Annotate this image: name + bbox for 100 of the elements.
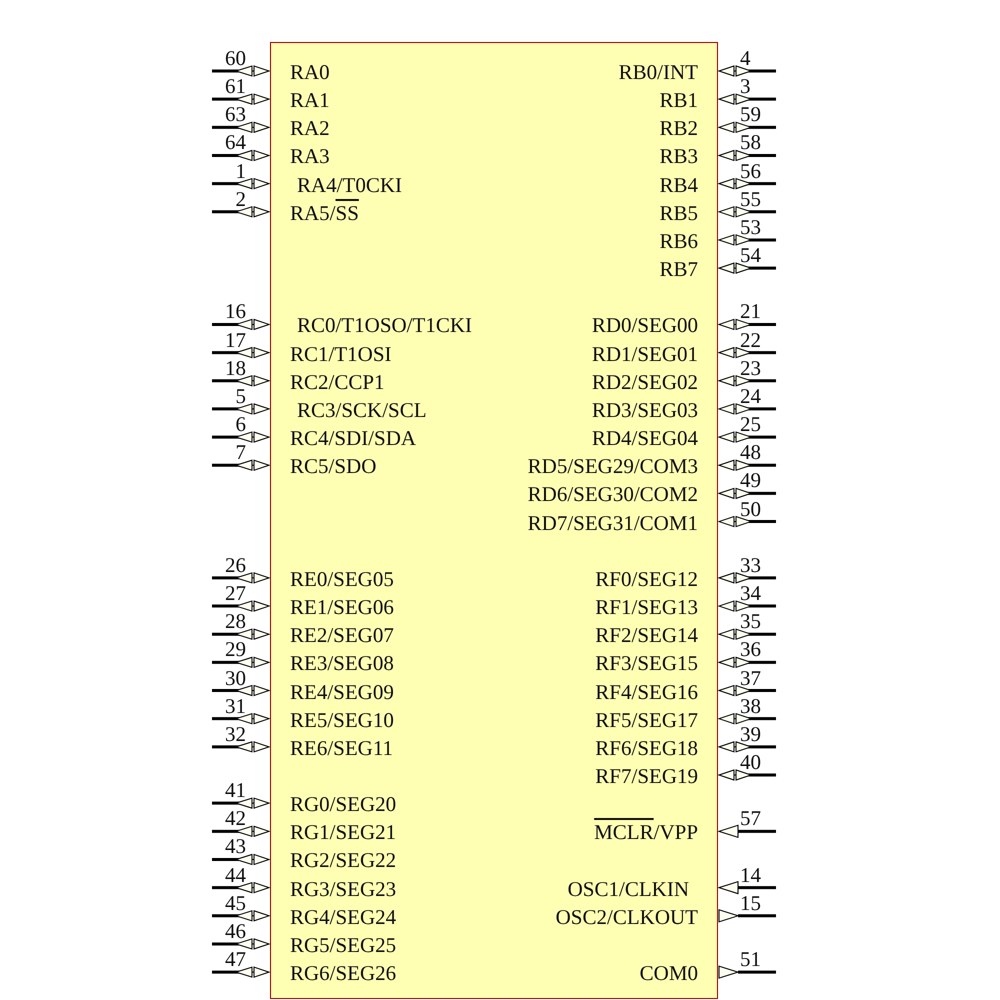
pin-number: 39 [740, 722, 761, 746]
pin-number: 45 [225, 890, 246, 915]
pin-number: 3 [740, 74, 750, 98]
pin-name: RC1/T1OSI [290, 342, 392, 366]
pin-name: RA2 [290, 116, 330, 140]
pin-number: 18 [225, 356, 246, 380]
pin-name: RB0/INT [618, 60, 698, 84]
pin-number: 47 [225, 947, 246, 972]
pin-name: RF5/SEG17 [595, 708, 698, 732]
pin-name: RA0 [290, 60, 330, 84]
pin-number: 33 [740, 552, 761, 577]
pin-number: 21 [740, 299, 761, 324]
pin-name: RF3/SEG15 [595, 651, 698, 676]
pin-name: RC0/T1OSO/T1CKI [297, 313, 472, 338]
pin-number: 25 [740, 412, 761, 436]
pin-name: RE1/SEG06 [290, 595, 394, 620]
chip-body [270, 42, 718, 999]
pin-name: RG0/SEG20 [290, 792, 396, 816]
pin-name: RD1/SEG01 [592, 342, 698, 366]
pin-name: RD6/SEG30/COM2 [528, 482, 698, 506]
pin-name: OSC2/CLKOUT [556, 904, 698, 929]
pin-number: 57 [740, 806, 761, 830]
pin-number: 28 [225, 609, 246, 634]
pin-name: RF7/SEG19 [595, 764, 698, 788]
pin-name: MCLR/VPP [594, 820, 698, 844]
pin-number: 27 [225, 581, 246, 606]
pin-number: 55 [740, 186, 761, 211]
pin-name: RD7/SEG31/COM1 [528, 510, 698, 535]
pin-name: RE5/SEG10 [290, 708, 394, 732]
pin-number: 41 [225, 778, 246, 802]
pin-name: RE3/SEG08 [290, 651, 394, 676]
pin-number: 60 [225, 46, 246, 70]
pin-name: RE4/SEG09 [290, 680, 394, 704]
pin-number: 17 [225, 328, 246, 352]
pin-name: RB5 [659, 200, 698, 225]
pin-number: 7 [236, 440, 246, 464]
pin-number: 53 [740, 214, 761, 239]
pin-number: 16 [225, 299, 246, 324]
pin-name: RB2 [659, 116, 698, 140]
pin-name: RC4/SDI/SDA [290, 426, 416, 450]
pin-number: 56 [740, 158, 761, 183]
pin-number: 46 [225, 918, 246, 943]
pin-number: 51 [740, 947, 761, 972]
pin-number: 6 [236, 412, 246, 436]
pin-name: RE2/SEG07 [290, 623, 394, 648]
pin-name: RF2/SEG14 [595, 623, 698, 648]
pin-name: RB6 [659, 228, 698, 253]
pin-number: 58 [740, 130, 761, 154]
pin-number: 14 [740, 862, 761, 887]
pin-name: RG5/SEG25 [290, 932, 396, 957]
pin-number: 44 [225, 862, 246, 887]
pin-number: 30 [225, 666, 246, 690]
pin-name: RD3/SEG03 [592, 398, 698, 422]
pin-name: COM0 [640, 961, 698, 986]
pin-name: RG4/SEG24 [290, 904, 396, 929]
pin-number: 22 [740, 328, 761, 352]
pin-number: 15 [740, 890, 761, 915]
pin-name: RG2/SEG22 [290, 848, 396, 872]
pin-number: 24 [740, 384, 761, 408]
pin-number: 29 [225, 637, 246, 662]
pin-number: 5 [236, 384, 246, 408]
pin-number: 31 [225, 694, 246, 718]
pin-number: 4 [740, 46, 750, 70]
pin-number: 61 [225, 74, 246, 98]
pin-name: RD0/SEG00 [592, 313, 698, 338]
pin-number: 2 [236, 186, 246, 211]
pin-name: RE6/SEG11 [290, 736, 394, 760]
pin-number: 32 [225, 722, 246, 746]
pin-number: 34 [740, 581, 761, 606]
pin-number: 64 [225, 130, 246, 154]
pin-name: RB7 [659, 257, 698, 282]
pin-name: RD2/SEG02 [592, 370, 698, 394]
pin-number: 48 [740, 440, 761, 464]
pin-number: 59 [740, 102, 761, 126]
pin-number: 37 [740, 666, 761, 690]
pin-number: 1 [236, 158, 246, 183]
pin-number: 43 [225, 834, 246, 858]
pin-name: RC2/CCP1 [290, 370, 385, 394]
pin-name: RC5/SDO [290, 454, 376, 478]
pin-number: 42 [225, 806, 246, 830]
pin-number: 49 [740, 468, 761, 492]
pin-name: RB3 [659, 144, 698, 168]
pin-name: RA5/SS [290, 200, 359, 225]
pin-name: RG6/SEG26 [290, 961, 396, 986]
pin-name: RB1 [659, 88, 698, 112]
pin-number: 36 [740, 637, 761, 662]
pin-name: RF0/SEG12 [595, 566, 698, 591]
pin-name: RA3 [290, 144, 330, 168]
pin-name: RF1/SEG13 [595, 595, 698, 620]
pin-number: 26 [225, 552, 246, 577]
pin-number: 50 [740, 496, 761, 521]
pin-name: RD4/SEG04 [592, 426, 698, 450]
pin-number: 54 [740, 243, 761, 268]
pin-number: 35 [740, 609, 761, 634]
pin-number: 23 [740, 356, 761, 380]
pin-name: RA4/T0CKI [297, 172, 402, 197]
pin-number: 38 [740, 694, 761, 718]
pin-number: 63 [225, 102, 246, 126]
pin-name: RA1 [290, 88, 330, 112]
pin-name: RE0/SEG05 [290, 566, 394, 591]
